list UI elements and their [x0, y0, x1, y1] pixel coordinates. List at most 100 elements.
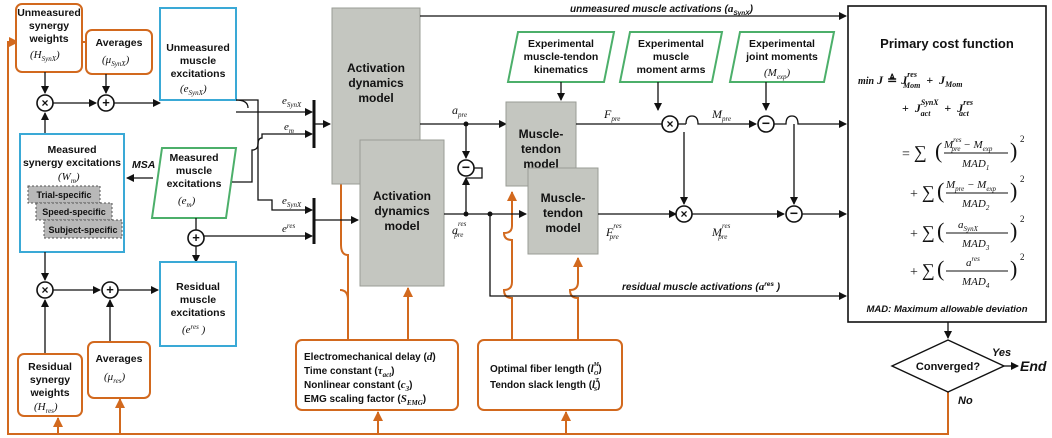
svg-text:+: + — [192, 230, 200, 245]
svg-text:Nonlinear constant (c3): Nonlinear constant (c3) — [304, 379, 412, 393]
unmeasured-synergy-weights-box: Unmeasured synergy weights (HSynX) — [15, 3, 83, 73]
svg-text:muscle-tendon: muscle-tendon — [524, 51, 599, 63]
svg-text:−: − — [462, 159, 470, 175]
svg-text:2: 2 — [1020, 214, 1025, 224]
svg-text:Tendon slack length (lTS): Tendon slack length (lTS) — [490, 378, 600, 393]
subtract-node-moment: − — [757, 115, 775, 133]
svg-text:aSynX: aSynX — [958, 219, 979, 233]
svg-text:unmeasured muscle activations: unmeasured muscle activations (aSynX) — [570, 3, 754, 17]
svg-text:(μres): (μres) — [104, 371, 125, 385]
middle-connectors — [192, 99, 313, 263]
svg-text:(Mexp): (Mexp) — [764, 67, 791, 81]
unmeasured-weights-symbol: (HSynX) — [30, 49, 60, 63]
residual-synergy-weights-box: Residual synergy weights (Hres) — [17, 353, 83, 417]
multiply-node-top: × — [36, 94, 54, 112]
averages-top-box: Averages (μSynX) — [85, 29, 153, 75]
svg-text:tendon: tendon — [521, 142, 561, 156]
subject-specific-tag: Subject-specific — [48, 225, 117, 235]
svg-text:EMG scaling factor (SEMG): EMG scaling factor (SEMG) — [304, 393, 426, 407]
svg-text:2: 2 — [1020, 134, 1025, 144]
bottom-left-connectors — [41, 252, 159, 354]
svg-text:Time constant (τact): Time constant (τact) — [304, 365, 395, 379]
unmeasured-activations-line: unmeasured muscle activations (aSynX) — [420, 3, 847, 20]
svg-text:2: 2 — [1020, 174, 1025, 184]
svg-text:Activation: Activation — [373, 189, 431, 203]
svg-text:MAD4: MAD4 — [961, 276, 990, 290]
subtract-node-activation: − — [457, 159, 475, 177]
svg-text:tendon: tendon — [543, 206, 583, 220]
svg-text:Unmeasured: Unmeasured — [166, 42, 230, 54]
svg-text:Muscle-: Muscle- — [519, 127, 564, 141]
svg-text:muscle: muscle — [176, 165, 212, 177]
add-node-bottom: + — [101, 281, 119, 299]
trial-specific-tag: Trial-specific — [36, 190, 91, 200]
svg-text:+∑: +∑ — [910, 182, 935, 202]
svg-text:Mpre: Mpre — [711, 107, 731, 123]
svg-text:excitations: excitations — [171, 68, 226, 80]
averages-bottom-box: Averages (μres) — [87, 341, 151, 399]
mad-note: MAD: Maximum allowable deviation — [867, 304, 1028, 315]
svg-text:Measured: Measured — [47, 144, 96, 156]
svg-text:dynamics: dynamics — [374, 204, 430, 218]
multiply-node-force-res: × — [675, 205, 693, 223]
unmeasured-weights-line3: weights — [28, 33, 68, 45]
svg-text:(: ( — [935, 138, 942, 163]
svg-text:MAD3: MAD3 — [961, 238, 990, 252]
averages-top-symbol: (μSynX) — [102, 54, 130, 68]
svg-text:eSynX: eSynX — [282, 95, 302, 109]
svg-text:Optimal fiber length (lMO): Optimal fiber length (lMO) — [490, 362, 602, 377]
svg-text:synergy: synergy — [30, 374, 70, 386]
add-node-top: + — [97, 94, 115, 112]
cost-term-2: +∑ ( Mpre − Mexp MAD2 ) 2 — [910, 174, 1025, 212]
svg-text:Mpre − Mexp: Mpre − Mexp — [945, 179, 997, 193]
svg-text:joint moments: joint moments — [745, 51, 818, 63]
svg-text:×: × — [41, 283, 48, 297]
svg-text:+∑: +∑ — [910, 222, 935, 242]
residual-excitations-box: Residual muscle excitations (eres ) — [159, 261, 237, 347]
svg-text:(eSynX): (eSynX) — [180, 83, 207, 97]
svg-text:weights: weights — [29, 387, 69, 399]
svg-text:Experimental: Experimental — [528, 38, 594, 50]
svg-text:excitations: excitations — [167, 178, 222, 190]
svg-text:): ) — [1010, 256, 1017, 281]
msa-arrow: MSA — [126, 159, 155, 182]
svg-text:Experimental: Experimental — [638, 38, 704, 50]
svg-text:em: em — [284, 121, 294, 135]
no-label: No — [958, 395, 973, 407]
unmeasured-excitations-box: Unmeasured muscle excitations (eSynX) — [159, 7, 237, 101]
experimental-joint-moments-box: Experimental joint moments (Mexp) — [728, 31, 836, 83]
svg-text:(em): (em) — [178, 195, 196, 209]
svg-text:−: − — [790, 205, 798, 221]
measured-excitations-box: Measured muscle excitations (em) — [150, 147, 238, 219]
svg-text:): ) — [1010, 138, 1017, 163]
msa-label: MSA — [132, 159, 155, 171]
svg-text:residual muscle activations (a: residual muscle activations (ares ) — [622, 281, 781, 293]
svg-text:muscle: muscle — [180, 55, 216, 67]
yes-label: Yes — [992, 347, 1011, 359]
svg-text:synergy excitations: synergy excitations — [23, 157, 121, 169]
svg-text:Measured: Measured — [169, 152, 218, 164]
svg-text:+∑: +∑ — [910, 260, 935, 280]
svg-text:Residual: Residual — [28, 361, 72, 373]
top-left-connectors — [41, 72, 161, 133]
svg-text:model: model — [545, 221, 580, 235]
cost-function-title: Primary cost function — [880, 36, 1014, 51]
svg-text:Activation: Activation — [347, 61, 405, 75]
converged-label: Converged? — [916, 361, 980, 373]
svg-text:moment arms: moment arms — [637, 64, 706, 76]
unmeasured-weights-line1: Unmeasured — [17, 7, 81, 19]
end-label: End — [1020, 358, 1047, 374]
activation-dynamics-model-2: Activation dynamics model — [359, 139, 445, 287]
svg-text:(eres ): (eres ) — [182, 323, 206, 336]
converged-decision: Converged? — [890, 339, 1006, 393]
measured-synergy-excitations-box: Measured synergy excitations (Wm) Trial-… — [19, 133, 125, 253]
svg-text:): ) — [1010, 218, 1017, 243]
averages-top-label: Averages — [96, 37, 143, 49]
